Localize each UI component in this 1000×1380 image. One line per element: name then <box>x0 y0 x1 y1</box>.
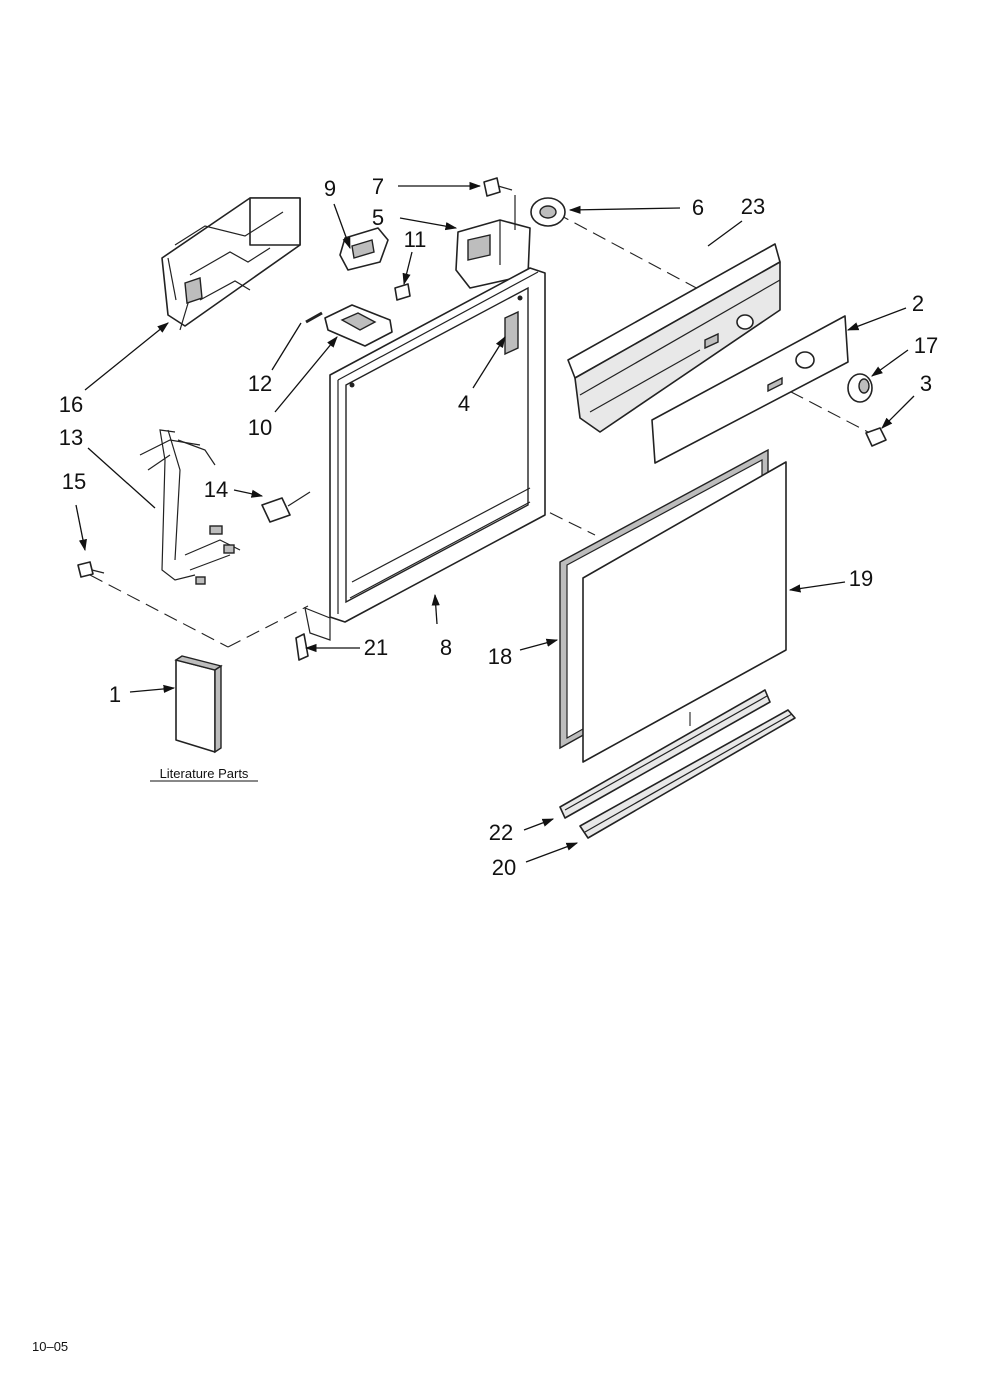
callout-4: 4 <box>458 391 470 416</box>
callout-8: 8 <box>440 635 452 660</box>
callout-leaders <box>75 181 915 863</box>
part-12-pin <box>305 311 323 324</box>
part-10-strike <box>324 304 393 347</box>
callout-5: 5 <box>372 205 384 230</box>
part-8-door-frame <box>304 267 546 641</box>
callout-1: 1 <box>109 682 121 707</box>
callout-14: 14 <box>204 477 228 502</box>
part-15-screw <box>77 561 105 578</box>
callout-22: 22 <box>489 820 513 845</box>
callout-3: 3 <box>920 371 932 396</box>
part-7-screw <box>483 177 513 197</box>
footer-code: 10–05 <box>32 1339 68 1354</box>
callout-11: 11 <box>404 227 427 252</box>
callout-2: 2 <box>912 291 924 316</box>
callout-16: 16 <box>59 392 83 417</box>
callout-21: 21 <box>364 635 388 660</box>
part-6-knob <box>530 197 566 227</box>
callout-23: 23 <box>741 194 765 219</box>
callout-7: 7 <box>372 174 384 199</box>
part-5-switch <box>455 195 531 289</box>
callout-18: 18 <box>488 644 512 669</box>
part-9-latch <box>339 227 389 271</box>
callout-numbers: 7 5 6 23 9 11 12 10 4 16 13 15 14 2 17 3… <box>59 174 938 880</box>
part-3-button <box>865 427 887 447</box>
part-2-control-panel <box>651 315 849 464</box>
callout-6: 6 <box>692 195 704 220</box>
callout-20: 20 <box>492 855 516 880</box>
part-17-knob <box>847 373 873 403</box>
part-19-outer-panel <box>582 461 787 763</box>
part-16-shield <box>161 197 301 327</box>
part-11-clip <box>394 283 411 301</box>
part-22-trim <box>559 689 771 819</box>
part-14-connector <box>261 491 311 523</box>
part-13-wire-harness <box>139 277 241 585</box>
part-1-literature <box>174 655 223 754</box>
callout-10: 10 <box>248 415 272 440</box>
callout-9: 9 <box>324 176 336 201</box>
literature-parts-label: Literature Parts <box>160 766 249 781</box>
callout-17: 17 <box>914 333 938 358</box>
callout-12: 12 <box>248 371 272 396</box>
part-23-console <box>567 243 781 433</box>
part-20-trim <box>579 709 796 839</box>
callout-13: 13 <box>59 425 83 450</box>
part-21-clip <box>295 633 309 661</box>
callout-19: 19 <box>849 566 873 591</box>
callout-15: 15 <box>62 469 86 494</box>
